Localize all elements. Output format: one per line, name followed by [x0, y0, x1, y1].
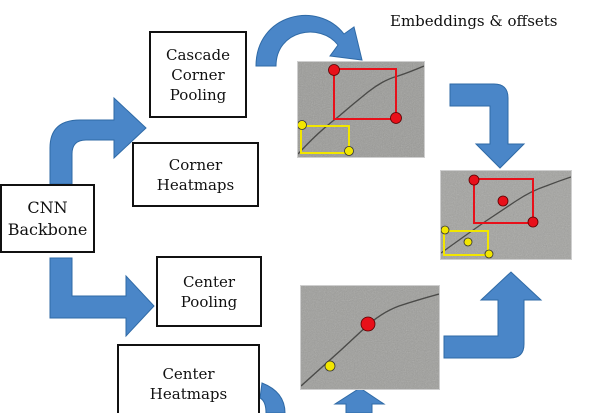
yellow-bottom-right-corner: [484, 249, 494, 259]
red-bounding-box: [473, 178, 534, 224]
center-heatmaps-box: Center Heatmaps: [117, 344, 260, 413]
pavement-texture: [298, 62, 424, 157]
corner-heatmaps-line-2: Heatmaps: [156, 175, 235, 194]
final-detection-image: [440, 170, 572, 260]
cascade-label-line-2: Corner: [171, 65, 225, 84]
backbone-label-line-2: Backbone: [7, 219, 88, 239]
arrow-center-image-to-output: [443, 271, 543, 359]
yellow-bounding-box: [443, 230, 489, 256]
crack-line: [441, 176, 571, 254]
yellow-bounding-box: [300, 125, 350, 154]
corner-detection-image: [297, 61, 425, 158]
center-pooling-line-1: Center: [182, 272, 236, 291]
corner-heatmaps-box: Corner Heatmaps: [132, 142, 259, 207]
arrow-backbone-to-corner-pooling: [49, 96, 147, 185]
cascade-corner-pooling-box: Cascade Corner Pooling: [149, 31, 247, 118]
center-heatmaps-line-1: Center: [162, 365, 215, 383]
arrow-center-heatmaps-partial: [259, 382, 286, 413]
yellow-bottom-right-corner: [344, 146, 354, 156]
center-keypoint-image: [300, 285, 440, 390]
yellow-center-keypoint: [324, 360, 336, 372]
cascade-label-line-3: Pooling: [169, 85, 227, 104]
yellow-top-left-corner: [441, 225, 450, 235]
pavement-texture: [441, 171, 571, 259]
embeddings-offsets-label: Embeddings & offsets: [390, 12, 558, 30]
pavement-texture: [301, 286, 439, 389]
red-center-point: [497, 195, 509, 207]
red-center-keypoint: [360, 316, 376, 332]
center-pooling-box: Center Pooling: [156, 256, 262, 327]
cnn-backbone-box: CNN Backbone: [0, 184, 95, 253]
red-top-left-corner: [328, 64, 340, 76]
arrow-backbone-to-center-pooling: [49, 257, 155, 338]
red-bottom-right-corner: [390, 112, 402, 124]
arrow-corner-image-to-output: [449, 83, 526, 169]
backbone-label-line-1: CNN: [27, 197, 68, 217]
center-heatmaps-line-2: Heatmaps: [149, 385, 228, 403]
corner-heatmaps-line-1: Corner: [168, 155, 223, 174]
center-pooling-line-2: Pooling: [180, 292, 238, 311]
cascade-label-line-1: Cascade: [166, 45, 230, 64]
red-top-left-corner: [468, 174, 480, 186]
arrow-corner-pooling-to-image: [255, 15, 363, 67]
yellow-top-left-corner: [298, 120, 307, 130]
arrow-center-image-bottom-partial: [333, 387, 386, 413]
yellow-center-point: [463, 237, 473, 247]
red-bottom-right-corner: [527, 216, 539, 228]
red-bounding-box: [333, 68, 397, 120]
